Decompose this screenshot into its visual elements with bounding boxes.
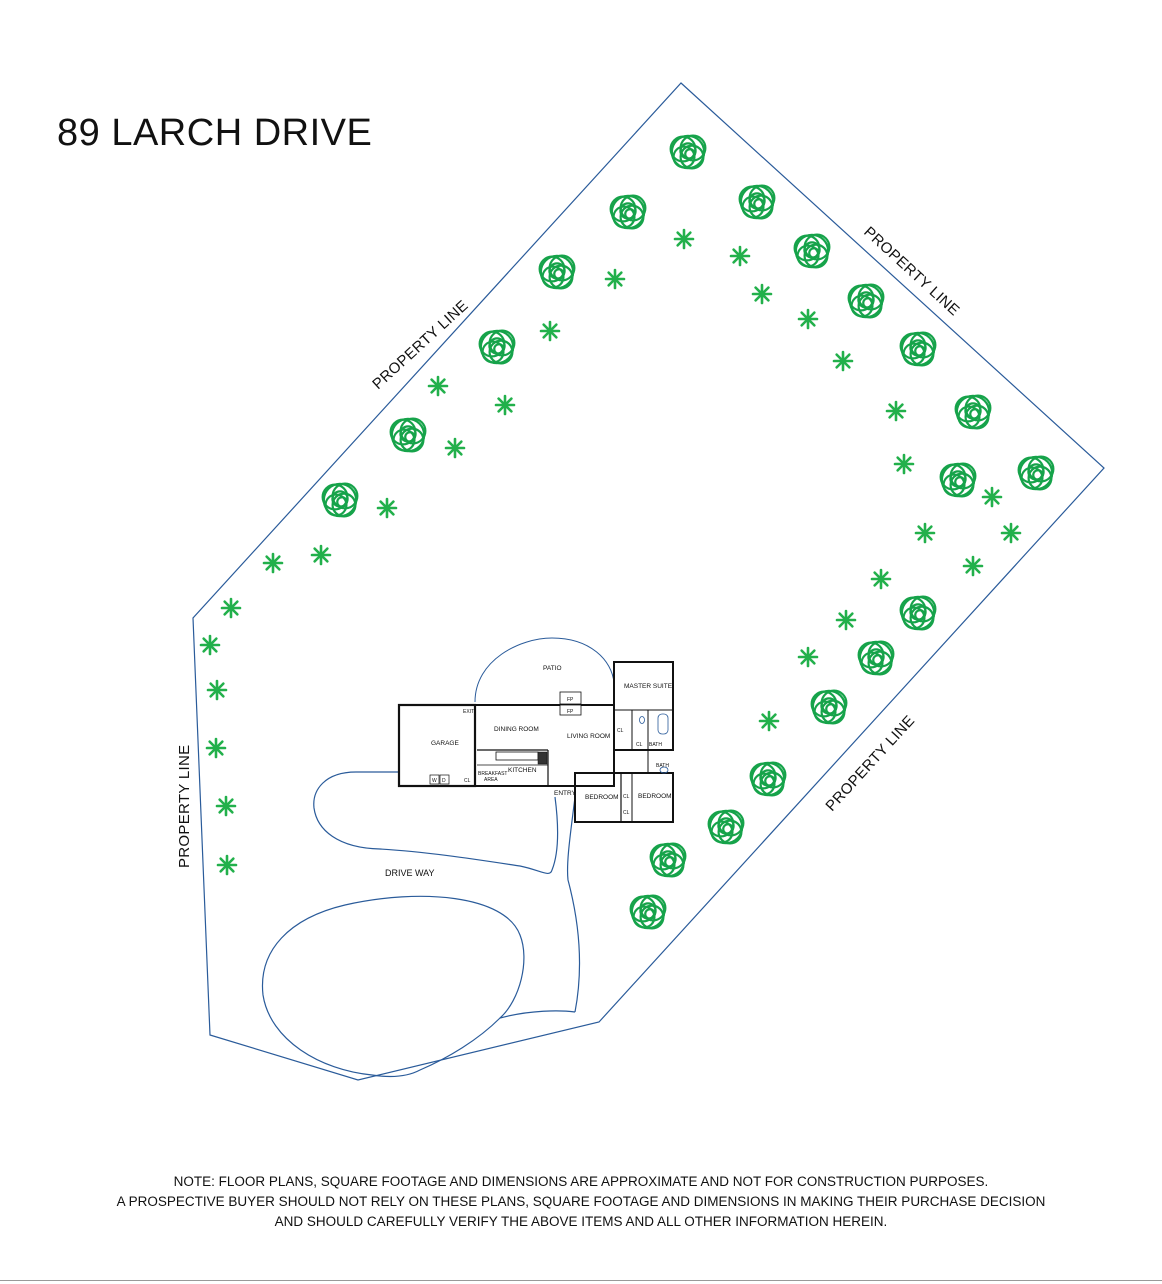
property-line-label-nw: PROPERTY LINE: [369, 297, 471, 393]
room-label-dining: DINING ROOM: [494, 726, 539, 733]
trees-layer: [321, 134, 1055, 930]
shrub-icon: [835, 609, 857, 631]
room-label-fp-2: FP: [567, 709, 574, 715]
shrub-icon: [427, 375, 449, 397]
shrub-icon: [215, 795, 237, 817]
room-label-closet-2: CL: [636, 742, 643, 748]
fireplace-box: [559, 691, 582, 705]
room-label-kitchen: KITCHEN: [508, 767, 537, 774]
tree-icon: [857, 640, 895, 676]
tree-icon: [649, 842, 687, 878]
shrub-icon: [1000, 522, 1022, 544]
tree-icon: [707, 809, 745, 845]
shrub-icon: [539, 320, 561, 342]
patio-outline: [474, 637, 615, 703]
tree-icon: [389, 417, 427, 453]
shrub-icon: [981, 486, 1003, 508]
tree-icon: [847, 283, 885, 319]
tree-icon: [793, 233, 831, 269]
shrub-icon: [376, 497, 398, 519]
driveway: [261, 771, 581, 1078]
room-label-bath-1: BATH: [649, 742, 662, 748]
property-title: 89 LARCH DRIVE: [57, 112, 373, 154]
tree-icon: [321, 482, 359, 518]
tree-icon: [899, 331, 937, 367]
tree-icon: [538, 254, 576, 290]
shrub-icon: [797, 308, 819, 330]
shrub-icon: [797, 646, 819, 668]
room-label-master-suite: MASTER SUITE: [624, 683, 673, 690]
shrub-icon: [220, 597, 242, 619]
property-line-label-se: PROPERTY LINE: [822, 712, 918, 814]
tree-icon: [939, 462, 977, 498]
shrub-icon: [199, 634, 221, 656]
bedroom-wing-walls: [574, 772, 674, 823]
shrub-icon: [216, 854, 238, 876]
house-floor-plan: PATIO MASTER SUITE DINING ROOM LIVING RO…: [397, 637, 674, 823]
tree-icon: [669, 134, 707, 170]
shrub-icon: [604, 268, 626, 290]
shrub-icon: [310, 544, 332, 566]
turnaround-loop: [261, 895, 525, 1078]
room-label-bedroom-2: BEDROOM: [638, 793, 672, 800]
disclaimer-note: NOTE: FLOOR PLANS, SQUARE FOOTAGE AND DI…: [0, 1172, 1162, 1232]
room-label-fp-1: FP: [567, 697, 574, 703]
room-label-entry: ENTRY: [554, 790, 577, 797]
room-label-garage: GARAGE: [431, 740, 459, 747]
room-label-bath-2: BATH: [656, 763, 669, 769]
shrub-icon: [205, 737, 227, 759]
shrub-icon: [206, 679, 228, 701]
shrub-icon: [729, 245, 751, 267]
room-label-living: LIVING ROOM: [567, 733, 610, 740]
room-label-breakfast: BREAKFAST: [478, 771, 507, 777]
room-label-washer: W: [432, 778, 437, 784]
disclaimer-line-3: AND SHOULD CAREFULLY VERIFY THE ABOVE IT…: [274, 1214, 888, 1229]
property-boundary: [192, 82, 1105, 1081]
shrub-icon: [893, 453, 915, 475]
page-bottom-rule: [0, 1280, 1162, 1281]
room-label-closet-5: CL: [623, 810, 630, 816]
property-line-label-ne: PROPERTY LINE: [860, 223, 962, 319]
tree-icon: [629, 894, 667, 930]
shrub-icon: [262, 552, 284, 574]
shrub-icon: [962, 555, 984, 577]
shrub-icon: [751, 283, 773, 305]
property-line-label-w: PROPERTY LINE: [176, 745, 193, 868]
disclaimer-line-1: NOTE: FLOOR PLANS, SQUARE FOOTAGE AND DI…: [173, 1174, 989, 1189]
shrub-icon: [832, 350, 854, 372]
shrub-icon: [914, 522, 936, 544]
tree-icon: [738, 184, 776, 220]
room-label-area: AREA: [484, 777, 498, 783]
shrub-icon: [444, 437, 466, 459]
shrubs-layer: [199, 228, 1022, 876]
room-label-bedroom-1: BEDROOM: [585, 794, 619, 801]
master-suite-walls: [613, 661, 674, 751]
driveway-label: DRIVE WAY: [385, 868, 435, 878]
shrub-icon: [673, 228, 695, 250]
tree-icon: [954, 394, 992, 430]
shrub-icon: [885, 400, 907, 422]
tree-icon: [609, 194, 647, 230]
tree-icon: [478, 329, 516, 365]
tree-icon: [810, 689, 848, 725]
tree-icon: [749, 761, 787, 797]
room-label-closet-1: CL: [617, 728, 624, 734]
tree-icon: [1017, 455, 1055, 491]
room-label-closet-4: CL: [623, 794, 630, 800]
room-label-closet-3: CL: [464, 778, 471, 784]
room-label-exit: EXIT: [463, 709, 474, 715]
shrub-icon: [758, 710, 780, 732]
room-label-dryer: D: [442, 778, 446, 784]
disclaimer-line-2: A PROSPECTIVE BUYER SHOULD NOT RELY ON T…: [116, 1194, 1046, 1209]
shrub-icon: [494, 394, 516, 416]
tree-icon: [899, 595, 937, 631]
room-label-patio: PATIO: [543, 665, 562, 672]
shrub-icon: [870, 568, 892, 590]
